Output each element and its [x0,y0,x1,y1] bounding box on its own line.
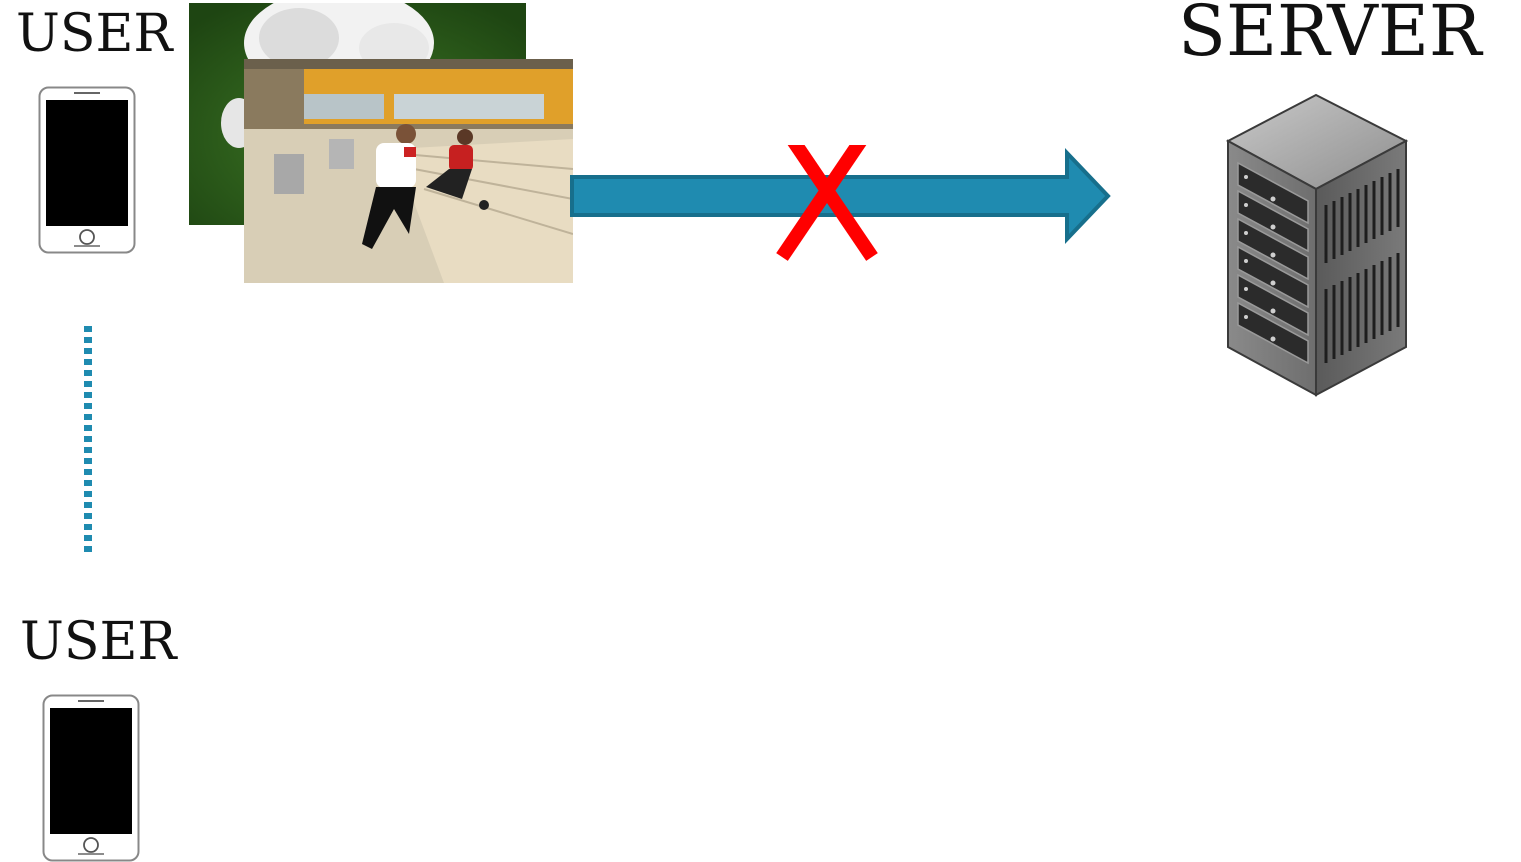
server-label: SERVER [1178,0,1482,72]
smartphone-icon-top [38,86,136,254]
bowling-photo [244,59,573,283]
server-rack-icon [1226,93,1408,397]
user-bottom-label: USER [20,612,177,672]
dotted-connector [82,324,94,556]
upload-arrow [560,145,1120,270]
smartphone-icon [42,694,140,862]
smartphone-icon-bottom [42,694,140,862]
smartphone-icon [38,86,136,254]
user-top-label: USER [16,4,173,64]
